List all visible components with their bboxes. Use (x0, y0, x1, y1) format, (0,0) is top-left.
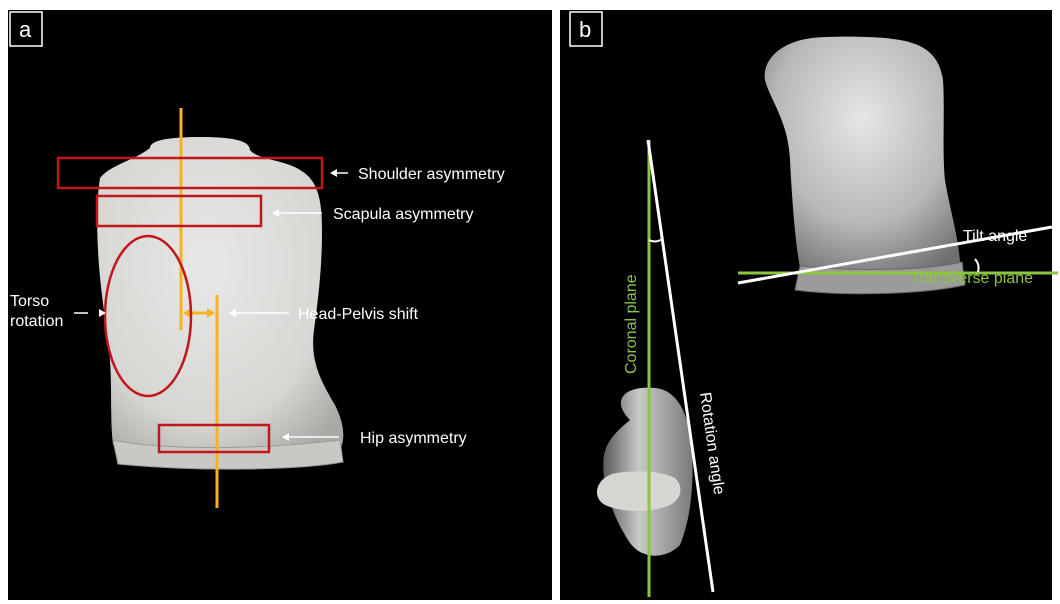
label-scapula-asymmetry: Scapula asymmetry (333, 206, 474, 223)
label-tilt-angle: Tilt angle (963, 228, 1027, 245)
panel-b-letter: b (579, 17, 591, 42)
neck-cutout (597, 471, 681, 511)
panel-a-letter: a (19, 17, 32, 42)
label-torso-rotation-line2: rotation (10, 313, 63, 330)
label-torso-rotation-line1: Torso (10, 293, 49, 310)
label-coronal-plane: Coronal plane (623, 274, 640, 374)
label-transverse-plane: Transverse plane (910, 270, 1033, 287)
label-shoulder-asymmetry: Shoulder asymmetry (358, 166, 505, 183)
label-hip-asymmetry: Hip asymmetry (360, 430, 467, 447)
label-head-pelvis-shift: Head-Pelvis shift (298, 306, 419, 323)
torso-back-model (97, 137, 343, 459)
